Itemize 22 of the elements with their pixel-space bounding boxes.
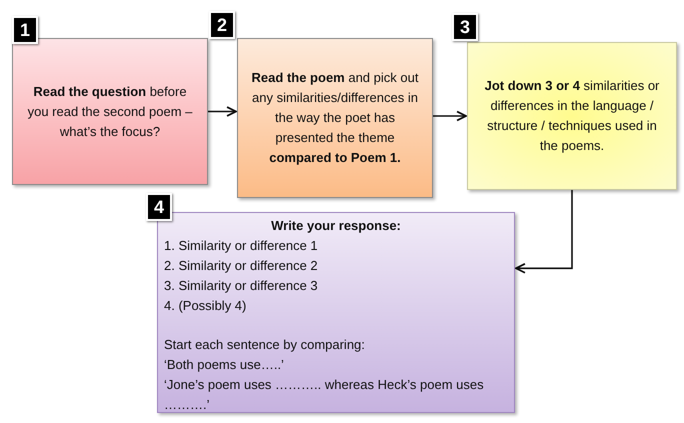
step-number: 3 [452,13,478,41]
step-text: Read the poem and pick out any similarities/differences in the way the poet has presented the theme compared to Poem 1. [250,69,420,167]
step-box [467,42,677,190]
step-text: 2. Similarity or difference 2 [164,257,319,275]
step-box [157,212,515,413]
step-text: Jot down 3 or 4 similarities or differences in the language / structure / techniques used in the poems. [484,77,660,155]
step-text: Read the question before you read the second poem – what’s the focus? [26,82,194,140]
arrow [433,110,467,122]
step-text: 1. Similarity or difference 1 [164,237,319,255]
arrow [208,106,237,117]
step-box [12,38,208,185]
arrow [515,190,573,274]
step-text: 4. (Possibly 4) [164,297,248,315]
step-text: ‘Jone’s poem uses ……….. whereas Heck’s poem uses ……….’ [164,376,485,414]
step-number: 4 [146,193,172,221]
step-number: 2 [209,11,235,39]
step-text: 3. Similarity or difference 3 [164,277,319,295]
step-text: Start each sentence by comparing: [164,336,366,354]
step-number: 1 [12,16,38,44]
heading: Write your response: [270,217,402,235]
step-text: ‘Both poems use…..’ [164,356,285,374]
step-box [237,38,433,198]
